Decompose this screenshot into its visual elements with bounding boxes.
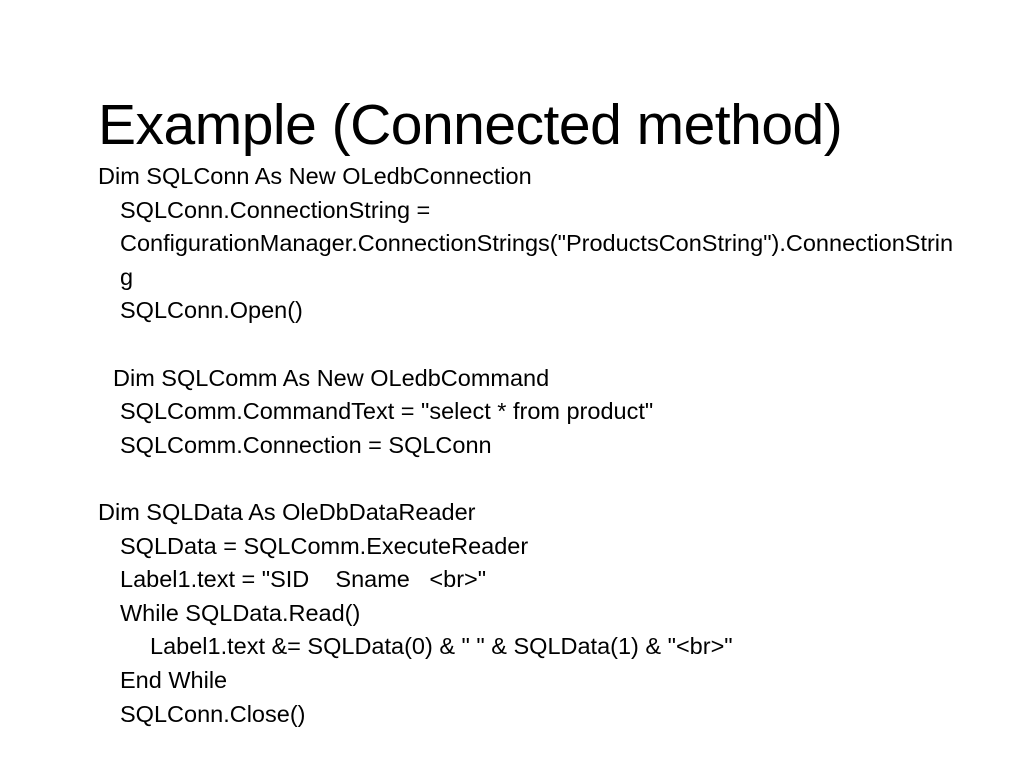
code-line: Dim SQLComm As New OLedbCommand (113, 364, 550, 391)
code-line: Dim SQLConn As New OLedbConnection (98, 163, 532, 189)
code-line: While SQLData.Read() (120, 599, 361, 626)
page-title: Example (Connected method) (98, 93, 843, 158)
code-line: SQLConn.Open() (120, 297, 303, 324)
code-line: SQLConn.ConnectionString = Configuration… (120, 196, 954, 290)
code-line: Label1.text = "SID Sname <br>" (120, 566, 487, 593)
code-line: SQLConn.Close() (120, 700, 306, 727)
code-line: SQLComm.Connection = SQLConn (120, 431, 492, 458)
code-line: Dim SQLData As OleDbDataReader (98, 498, 476, 525)
code-line-blank (98, 328, 960, 362)
code-line: End While (120, 666, 228, 693)
code-line: SQLComm.CommandText = "select * from pro… (120, 398, 654, 425)
code-line-blank (98, 462, 960, 496)
code-line: SQLData = SQLComm.ExecuteReader (120, 532, 529, 559)
code-line: Label1.text &= SQLData(0) & " " & SQLDat… (150, 633, 733, 660)
